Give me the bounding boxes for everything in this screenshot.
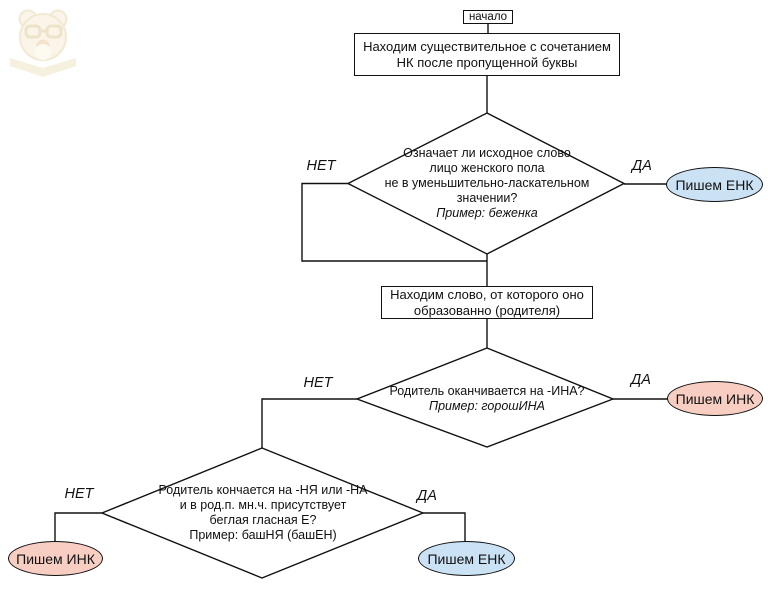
decision3-no-label: НЕТ xyxy=(64,486,94,502)
result-ink-bottom-label: Пишем ИНК xyxy=(16,550,95,567)
step-find-parent-line1: Находим слово, от которого оно xyxy=(390,286,584,302)
start-label: начало xyxy=(468,11,508,23)
connector-decision2-no xyxy=(261,398,357,449)
result-ink-middle: Пишем ИНК xyxy=(667,381,763,416)
step-find-parent-line2: образованно (родителя) xyxy=(413,302,561,318)
connector-decision1-no xyxy=(301,182,487,262)
decision3-yes-label: ДА xyxy=(417,488,437,504)
decision1-yes-label: ДА xyxy=(632,158,652,174)
decision-nya-na-line4: Пример: башНЯ (башЕН) xyxy=(189,528,337,542)
step-find-noun-line1: Находим существительное с сочетанием xyxy=(363,38,611,54)
decision-nya-na-line1: Родитель кончается на -НЯ или -НА xyxy=(158,483,368,497)
step-find-noun-line2: НК после пропущенной буквы xyxy=(396,54,578,70)
decision3-diamond xyxy=(100,447,425,579)
decision-feminine-line1: Означает ли исходное слово xyxy=(403,146,571,160)
connector-decision3-no xyxy=(54,512,102,542)
decision1-no-label: НЕТ xyxy=(306,158,336,174)
step-find-parent: Находим слово, от которого оно образован… xyxy=(381,286,593,319)
result-enk-bottom-label: Пишем ЕНК xyxy=(427,550,506,567)
decision2-yes-label: ДА xyxy=(631,372,651,388)
decision2-diamond xyxy=(355,347,615,448)
decision-ina-text: Родитель оканчивается на -ИНА? Пример: г… xyxy=(362,384,612,414)
decision-feminine-line4: значении? xyxy=(456,191,518,205)
decision-ina-example: Пример: горошИНА xyxy=(429,399,545,413)
decision-nya-na-line3: беглая гласная Е? xyxy=(209,513,317,527)
decision-feminine-line3: не в уменьшительно-ласкательном xyxy=(384,176,590,190)
bear-with-book-logo-icon xyxy=(10,9,76,77)
decision-nya-na-line2: и в род.п. мн.ч. присутствует xyxy=(179,498,347,512)
result-enk-top: Пишем ЕНК xyxy=(666,167,763,202)
decision-nya-na-text: Родитель кончается на -НЯ или -НА и в ро… xyxy=(113,483,413,543)
result-ink-bottom: Пишем ИНК xyxy=(8,541,103,576)
result-enk-bottom: Пишем ЕНК xyxy=(418,541,515,576)
decision2-no-label: НЕТ xyxy=(303,375,333,391)
decision-feminine-example: Пример: беженка xyxy=(436,206,538,220)
result-ink-middle-label: Пишем ИНК xyxy=(675,390,755,407)
decision-feminine-text: Означает ли исходное слово лицо женского… xyxy=(357,146,617,221)
decision-ina-line1: Родитель оканчивается на -ИНА? xyxy=(389,384,585,398)
start-node: начало xyxy=(463,10,513,24)
result-enk-top-label: Пишем ЕНК xyxy=(675,176,754,193)
step-find-noun: Находим существительное с сочетанием НК … xyxy=(354,33,620,76)
decision-feminine-line2: лицо женского пола xyxy=(429,161,545,175)
connector-decision3-yes xyxy=(423,512,466,542)
